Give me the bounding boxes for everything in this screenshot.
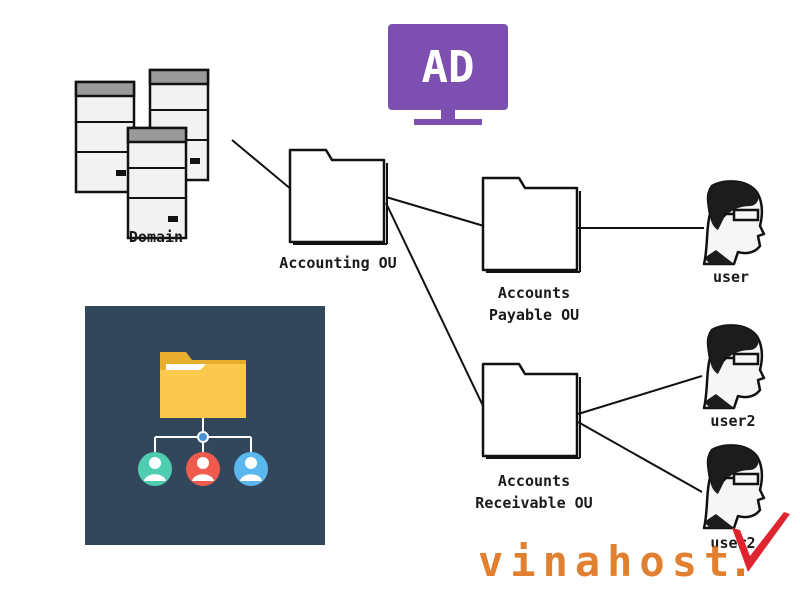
brand-name: vinahost <box>478 537 736 586</box>
vinahost-logo: vinahost . <box>478 512 790 586</box>
ad-monitor-icon: AD <box>388 24 508 125</box>
folder-outline-icon <box>481 362 582 460</box>
accounting-ou-label: Accounting OU <box>279 254 396 272</box>
folder-outline-icon <box>288 148 389 246</box>
hierarchy-connectors <box>231 139 704 493</box>
ad-badge-text: AD <box>422 42 475 93</box>
avatar-blue <box>234 452 268 486</box>
folder-outline-icon <box>481 176 582 274</box>
user-face-icon <box>702 180 766 266</box>
avatar-red <box>186 452 220 486</box>
user2-label: user2 <box>710 412 755 430</box>
receivable-ou-label-line1: Accounts <box>498 472 570 490</box>
payable-ou-label-line1: Accounts <box>498 284 570 302</box>
folder-tree-icon <box>85 306 325 545</box>
server-stack-icon <box>74 68 210 240</box>
domain-label: Domain <box>129 228 183 246</box>
receivable-ou-label-line2: Receivable OU <box>475 494 592 512</box>
avatar-green <box>138 452 172 486</box>
payable-ou-label-line2: Payable OU <box>489 306 579 324</box>
checkmark-icon <box>732 512 790 572</box>
user1-label: user <box>713 268 749 286</box>
user-face-icon <box>702 444 766 530</box>
user-face-icon <box>702 324 766 410</box>
